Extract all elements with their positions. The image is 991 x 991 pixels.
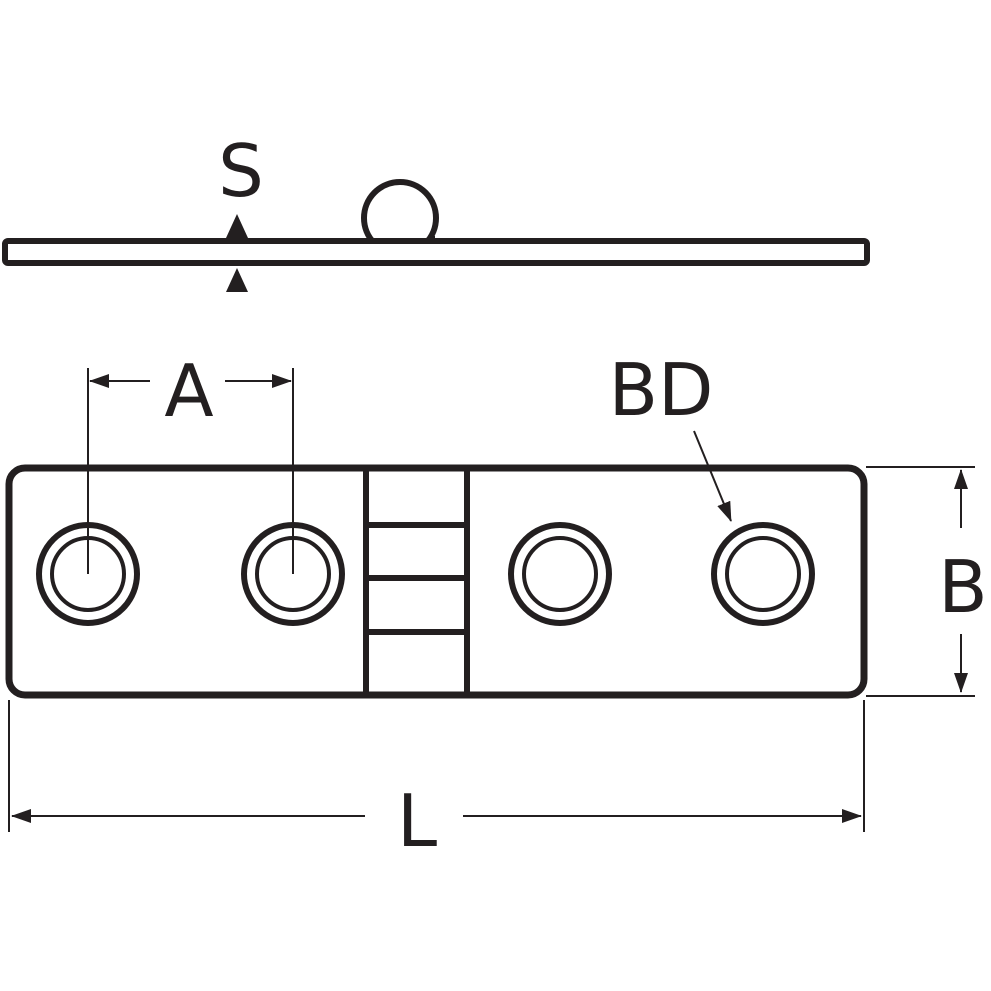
bore-diameter-leader [693,430,732,522]
screw-hole [711,522,815,626]
hole-spacing-dimension [87,368,294,574]
thickness-arrow-bottom [226,268,248,292]
thickness-dimension [226,214,248,292]
screw-hole [508,522,612,626]
plate-outline [5,464,868,699]
thickness-label: S [218,129,264,213]
side-view-leaf [2,238,870,266]
width-dimension [866,466,975,697]
hole-spacing-label: A [164,349,213,433]
length-dimension [8,700,865,832]
side-view [2,179,870,266]
bore-diameter-label: BD [609,348,714,432]
length-label: L [397,779,437,863]
top-view [5,464,868,699]
width-label: B [938,545,987,629]
